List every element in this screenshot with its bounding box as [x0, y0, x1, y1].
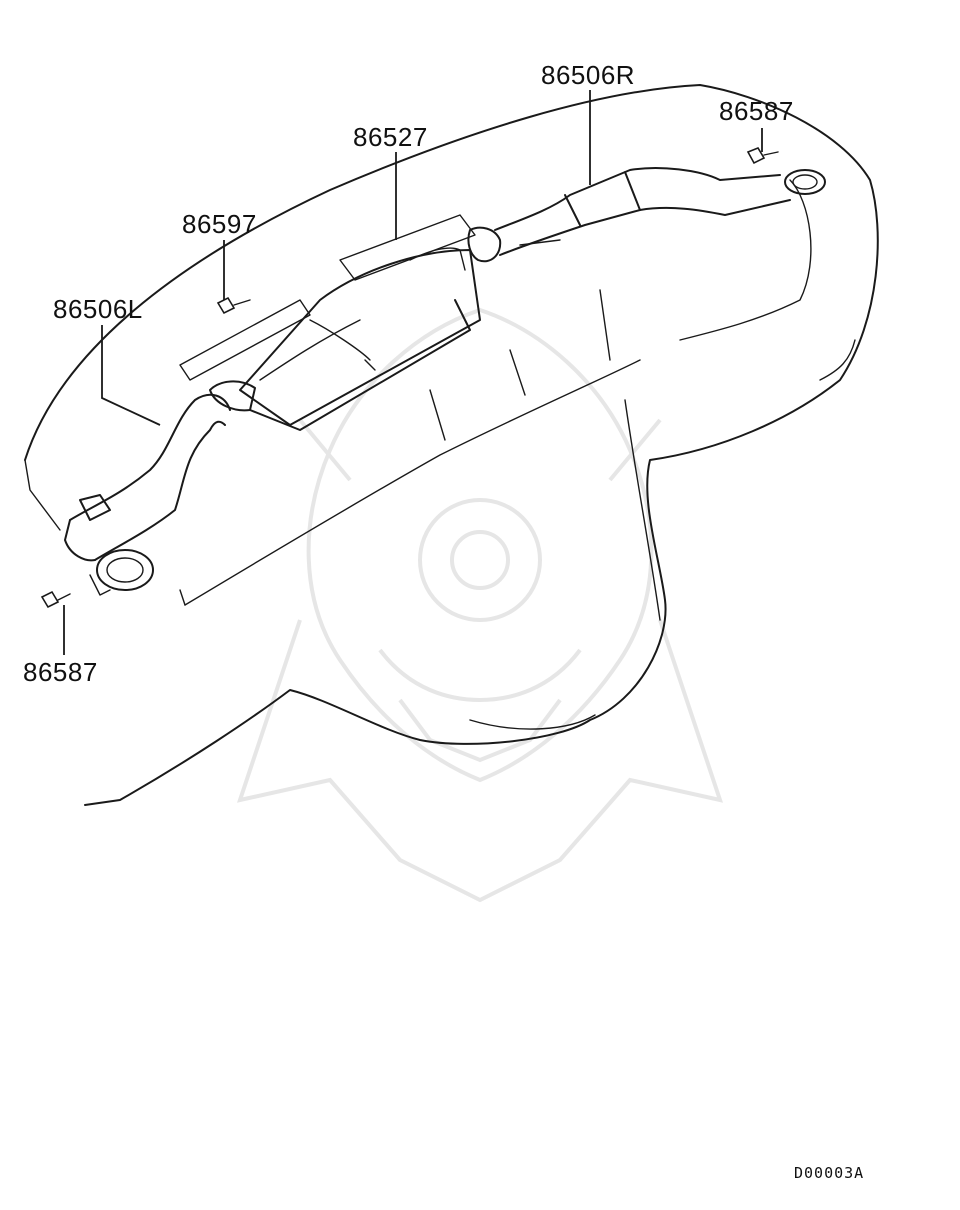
- bolt-86587-left: [40, 590, 71, 609]
- callout-86506R: 86506R: [541, 60, 636, 90]
- callout-86587-right: 86587: [719, 96, 794, 126]
- callout-86506L: 86506L: [53, 294, 143, 324]
- callout-86597: 86597: [182, 209, 257, 239]
- pipe-86506L: [64, 393, 231, 596]
- muffler-86527: [179, 214, 502, 431]
- bolt-86597: [216, 296, 251, 315]
- leader-lines: [63, 90, 763, 655]
- callout-86587-left: 86587: [23, 657, 98, 687]
- pipe-86506R: [494, 167, 826, 256]
- underbody-outline: [24, 84, 879, 806]
- figure-code: D00003A: [794, 1164, 865, 1182]
- callout-86527: 86527: [353, 122, 428, 152]
- watermark-emblem: [236, 307, 724, 903]
- bolt-86587-right: [746, 147, 779, 165]
